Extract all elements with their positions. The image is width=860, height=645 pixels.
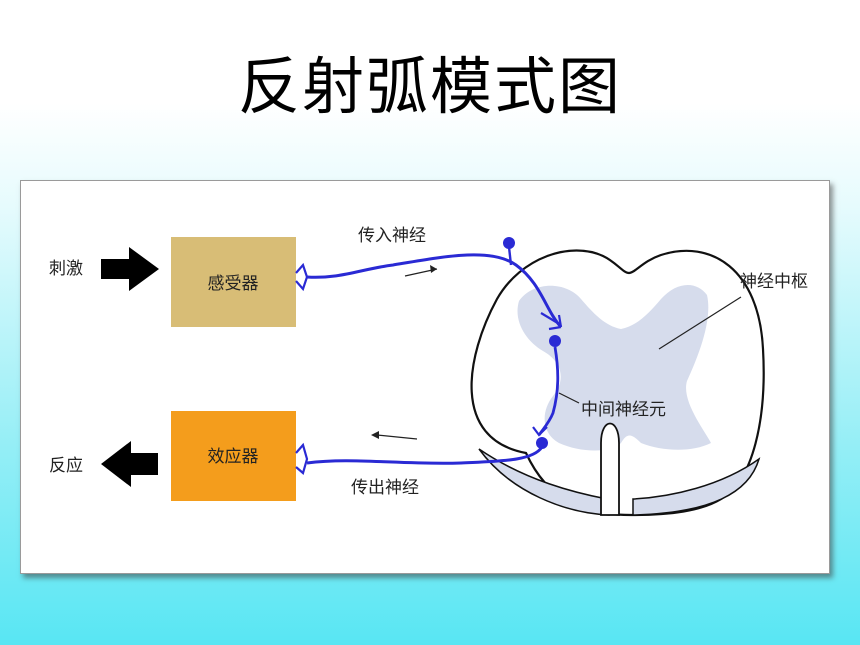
spinal-cord <box>470 249 765 517</box>
reflex-arc-svg: 刺激 感受器 反应 效应器 传入神 <box>49 226 808 517</box>
efferent-direction-arrow-icon <box>371 431 379 439</box>
nerve-center-leader-line <box>658 296 742 350</box>
afferent-direction-arrow-icon <box>430 265 437 273</box>
interneuron-label: 中间神经元 <box>581 400 666 420</box>
response-arrow-icon <box>101 441 158 487</box>
reflex-arc-diagram: 刺激 感受器 反应 效应器 传入神 <box>20 180 830 574</box>
efferent-nerve: 传出神经 <box>295 431 548 498</box>
response-label: 反应 <box>49 456 83 476</box>
efferent-cell-body <box>536 437 548 449</box>
page-title: 反射弧模式图 <box>237 50 622 123</box>
stimulus-arrow-icon <box>101 247 159 291</box>
stimulus-label: 刺激 <box>49 259 83 279</box>
receptor-label: 感受器 <box>208 274 259 294</box>
efferent-nerve-label: 传出神经 <box>351 478 419 498</box>
afferent-cell-body <box>503 237 515 249</box>
afferent-nerve: 传入神经 <box>295 226 563 331</box>
interneuron-cell-body <box>549 335 561 347</box>
nerve-center-label: 神经中枢 <box>740 272 808 292</box>
effector-label: 效应器 <box>208 447 259 467</box>
afferent-nerve-label: 传入神经 <box>358 226 426 246</box>
effector-box <box>171 411 296 501</box>
receptor-box <box>171 237 296 327</box>
interneuron: 中间神经元 <box>532 335 666 437</box>
